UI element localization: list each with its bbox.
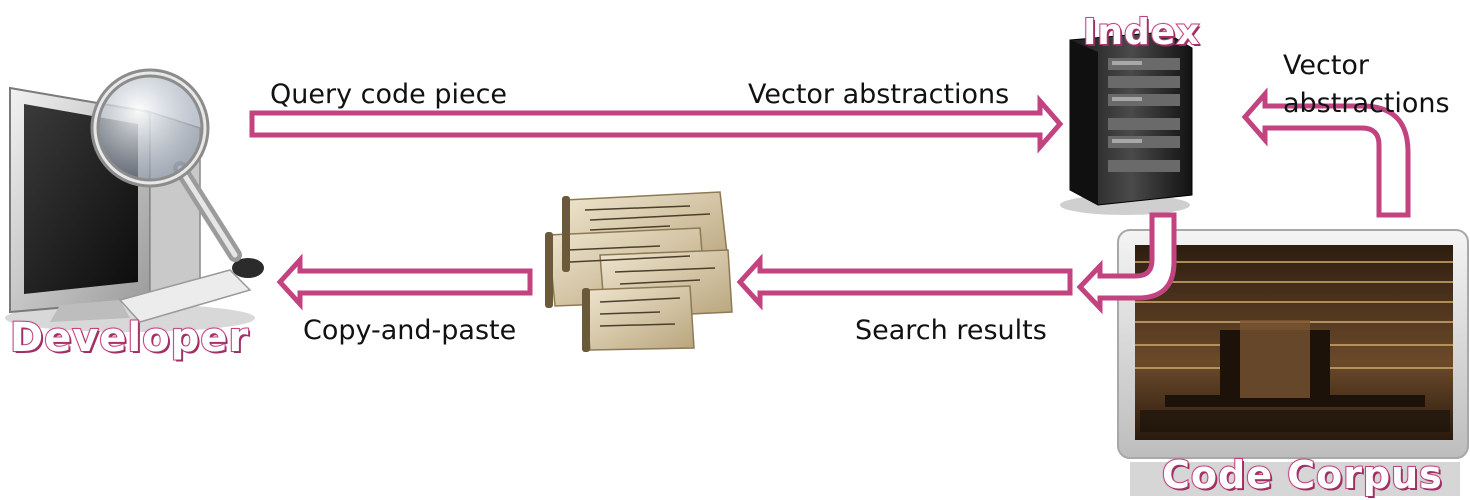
arrow-index-to-results xyxy=(1076,212,1177,315)
developer-title: Developer xyxy=(9,315,250,361)
search-results-label: Search results xyxy=(855,315,1047,346)
arrow-to-scrolls xyxy=(736,253,1073,311)
copy-and-paste-label: Copy-and-paste xyxy=(303,315,517,346)
index-title: Index xyxy=(1082,12,1201,53)
arrow-to-developer xyxy=(276,253,533,311)
vector-abstractions-right-line2: abstractions xyxy=(1283,88,1450,119)
server-tower-icon xyxy=(1060,31,1193,215)
arrow-query-to-index xyxy=(249,94,1064,154)
code-corpus-title: Code Corpus xyxy=(1161,453,1443,497)
vector-abstractions-right-line1: Vector xyxy=(1283,50,1370,81)
query-code-piece-label: Query code piece xyxy=(270,79,508,110)
code-scrolls-icon xyxy=(545,191,733,352)
arrow-corpus-to-index xyxy=(1241,87,1411,218)
computer-magnifier-icon xyxy=(5,68,264,332)
vector-abstractions-top-label: Vector abstractions xyxy=(748,79,1010,110)
library-photo-icon xyxy=(1117,229,1469,496)
